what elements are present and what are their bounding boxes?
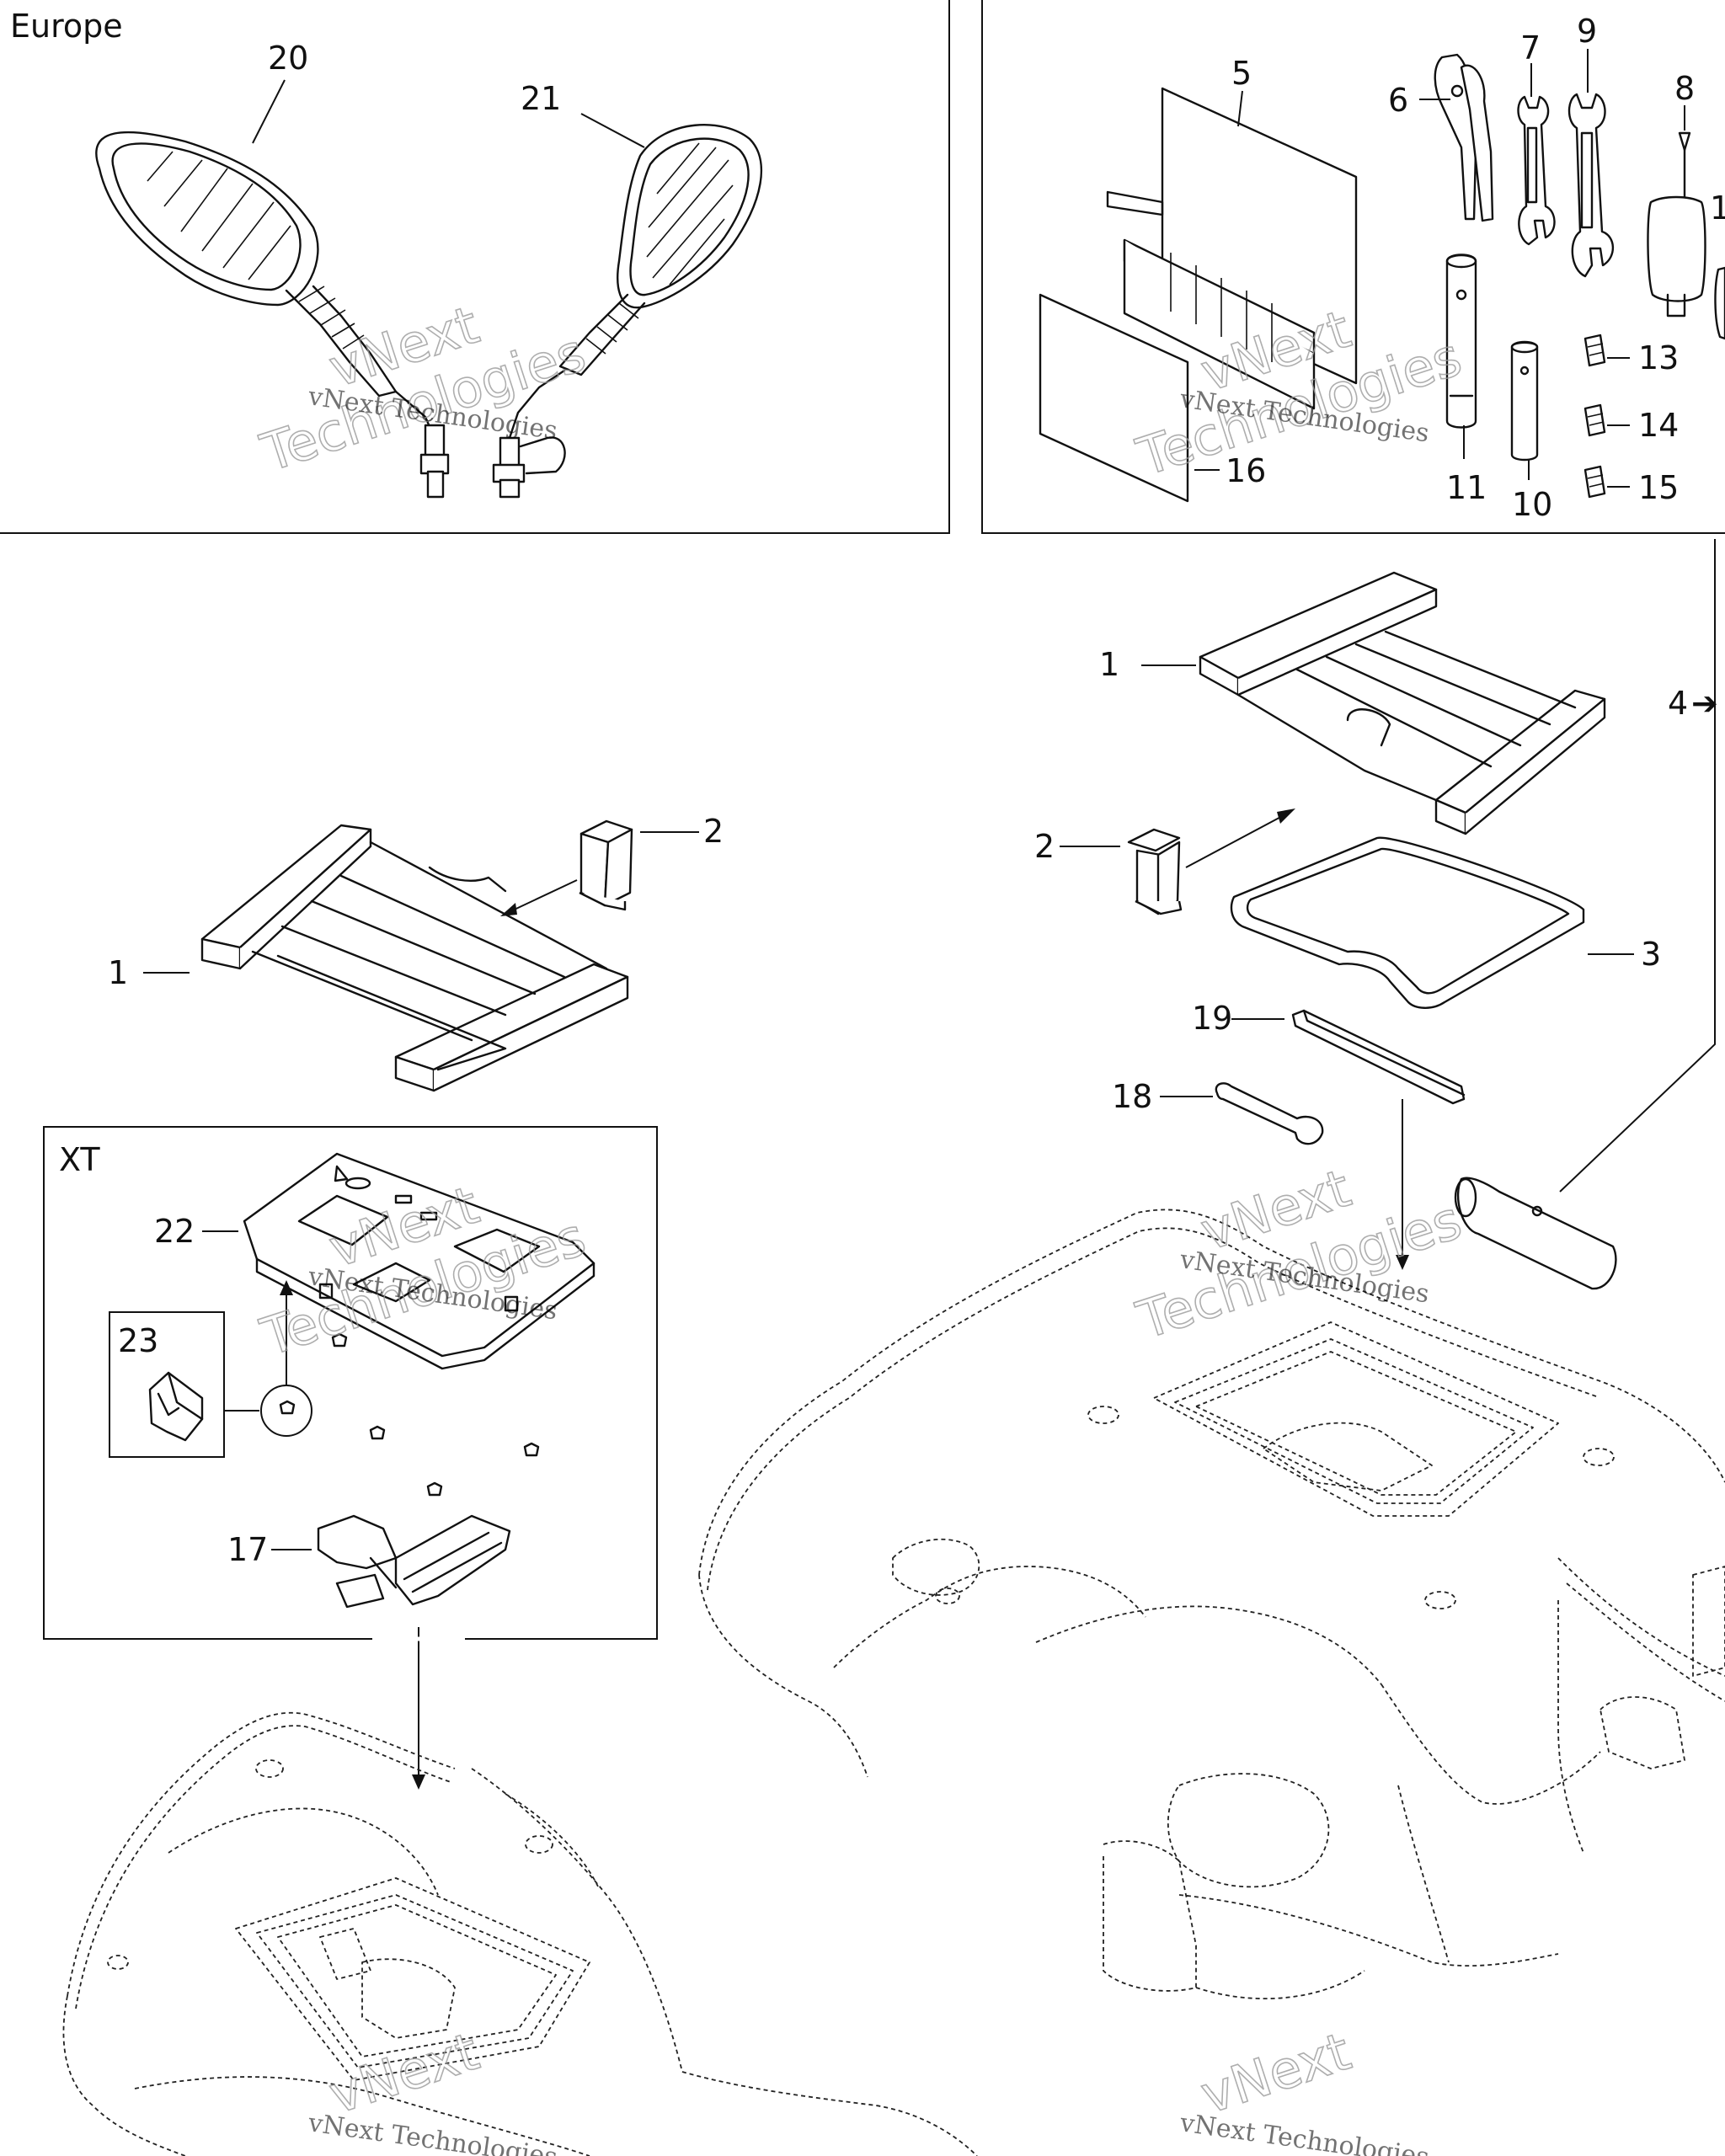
callout-16: 16 [1226, 452, 1266, 489]
callout-20: 20 [268, 40, 308, 77]
fastener-part-23 [148, 1371, 204, 1442]
rack-right-part-1 [1199, 571, 1606, 835]
callout-1-left: 1 [108, 954, 128, 991]
strap-part-19 [1291, 1009, 1466, 1105]
leader-20 [252, 79, 286, 144]
callout-1-right: 1 [1099, 646, 1119, 683]
screwdriver-part-8 [1647, 131, 1706, 318]
key-part-18 [1215, 1082, 1324, 1145]
bag-part-4 [1454, 1177, 1617, 1290]
xt-panel-frame [43, 1126, 658, 1640]
callout-6: 6 [1388, 82, 1408, 119]
rack-left-part-1 [200, 824, 629, 1092]
wrench-part-9 [1567, 93, 1615, 278]
arrowhead-part-2-to-rack-left [500, 903, 517, 916]
region-label-xt: XT [59, 1141, 100, 1178]
hinge-part-17 [317, 1514, 511, 1609]
callout-3: 3 [1641, 936, 1661, 973]
arrow-part-2-to-rack-left [505, 879, 578, 915]
screwdriver-part-12 [1714, 266, 1725, 340]
callout-15: 15 [1638, 469, 1679, 506]
callout-5: 5 [1231, 55, 1252, 92]
callout-11: 11 [1446, 469, 1487, 506]
callout-12: 1 [1710, 189, 1725, 227]
watermark-bottom-right: vNext vNext Technologies [1178, 2020, 1431, 2156]
bracket-left-part-2 [579, 819, 633, 911]
tool-pouch-part-5 [1106, 87, 1358, 410]
arrow-part-2-to-rack-right [1185, 812, 1290, 868]
callout-23: 23 [118, 1322, 158, 1359]
rear-fender-left [62, 1711, 978, 2156]
arrowhead-part-2-to-rack-right [1277, 808, 1295, 824]
part-23-inset-frame [109, 1311, 225, 1458]
fuse-part-15 [1583, 465, 1606, 499]
liner-part-3 [1230, 836, 1585, 1009]
callout-4: 4 [1668, 685, 1688, 722]
fastener-detail-circle [260, 1385, 312, 1437]
arrowhead-strap-to-fender [1396, 1255, 1409, 1270]
callout-14: 14 [1638, 407, 1679, 444]
mirror-left-part-20 [95, 131, 450, 499]
arrow-glyph-4: ➔ [1691, 685, 1718, 722]
callout-9: 9 [1577, 13, 1597, 50]
callout-13: 13 [1638, 339, 1679, 376]
europe-panel-frame [0, 0, 950, 534]
svg-text:vNext: vNext [1194, 2020, 1358, 2126]
fuse-part-13 [1583, 334, 1606, 367]
arrowhead-xt-to-fender [412, 1774, 425, 1790]
mirror-right-part-21 [492, 124, 763, 499]
leader-21 [580, 113, 645, 148]
callout-10: 10 [1512, 486, 1552, 523]
callout-17: 17 [227, 1531, 268, 1568]
socket-wrench-part-11 [1445, 253, 1477, 429]
wrench-part-7 [1517, 95, 1556, 246]
svg-text:vNext: vNext [322, 2020, 486, 2126]
toolkit-panel-frame [981, 0, 1725, 534]
manual-part-16 [1039, 293, 1189, 503]
callout-2-left: 2 [703, 813, 724, 850]
small-fasteners [279, 1332, 540, 1497]
callout-22: 22 [154, 1213, 195, 1250]
pliers-part-6 [1434, 53, 1494, 222]
watermark-fender-right: vNext Technologies vNext Technologies [1129, 1156, 1469, 1352]
callout-19: 19 [1192, 1000, 1232, 1037]
bracket-right-part-2 [1127, 828, 1183, 915]
callout-7: 7 [1520, 29, 1541, 67]
callout-21: 21 [521, 80, 561, 117]
storage-base-part-22 [243, 1152, 595, 1370]
leader-5 [1237, 90, 1243, 127]
arrowhead-fastener-to-base [280, 1280, 293, 1295]
callout-2-right: 2 [1034, 828, 1055, 865]
right-bracket-line [1559, 539, 1716, 1193]
svg-text:vNext Technologies: vNext Technologies [1178, 2108, 1431, 2156]
socket-wrench-part-10 [1510, 340, 1539, 462]
svg-text:vNext Technologies: vNext Technologies [306, 2108, 559, 2156]
fuse-part-14 [1583, 403, 1606, 437]
callout-8: 8 [1674, 70, 1695, 107]
rear-fender-right [698, 1209, 1725, 2000]
callout-18: 18 [1112, 1078, 1152, 1115]
region-label-europe: Europe [10, 8, 123, 45]
